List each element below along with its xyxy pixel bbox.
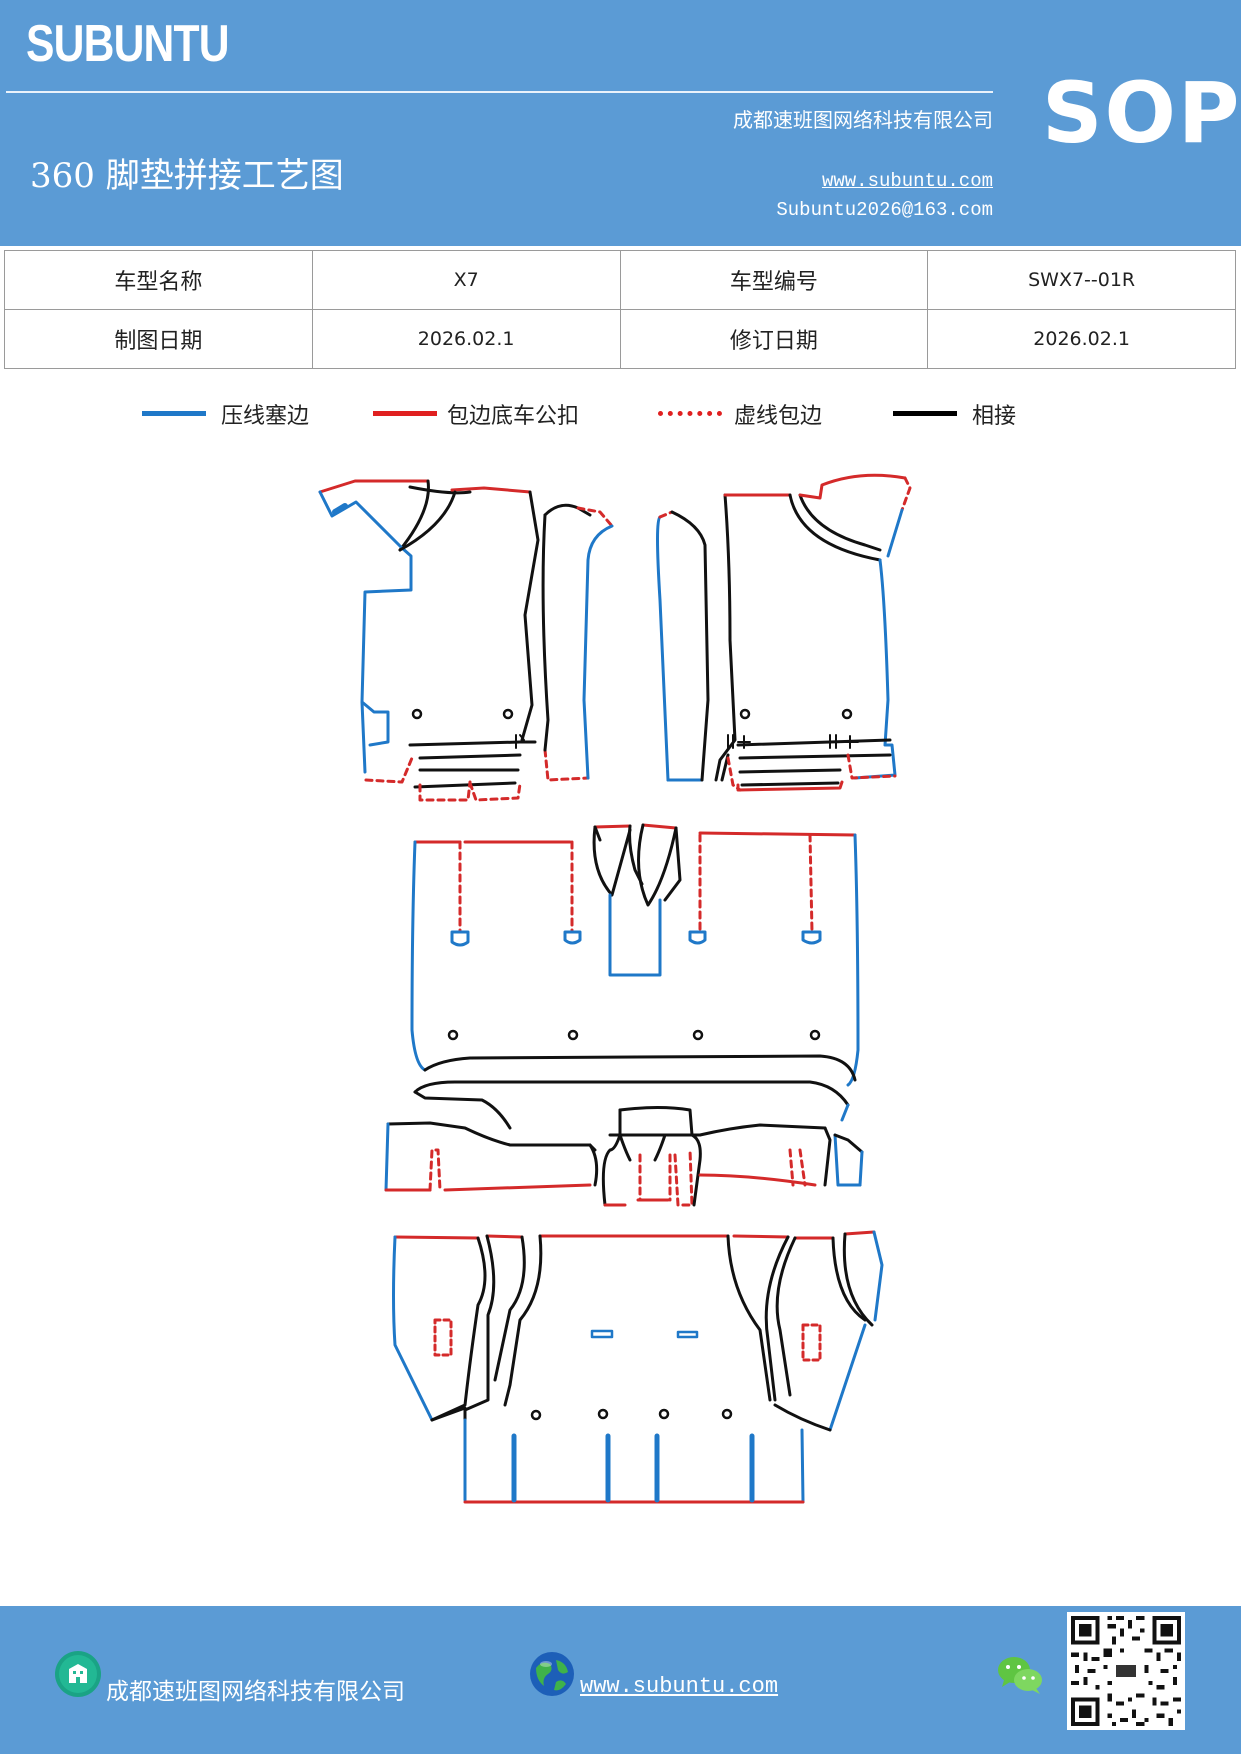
footer-website-link[interactable]: www.subuntu.com	[580, 1674, 779, 1699]
legend: 压线塞边 包边底车公扣 虚线包边 相接	[0, 396, 1241, 436]
front-left-mat	[318, 479, 614, 802]
document-title: 360 脚垫拼接工艺图	[30, 156, 344, 196]
footer-company-name: 成都速班图网络科技有限公司	[106, 1679, 405, 1705]
table-row: 车型名称 X7 车型编号 SWX7--01R	[4, 250, 1236, 310]
rear-strip	[384, 1106, 864, 1207]
email-address[interactable]: Subuntu2026@163.com	[776, 199, 993, 221]
sop-badge: SOP	[1042, 64, 1241, 162]
info-table: 车型名称 X7 车型编号 SWX7--01R 制图日期 2026.02.1 修订…	[4, 250, 1236, 369]
middle-mat	[410, 823, 860, 1130]
legend-label-dotted-edge: 虚线包边	[734, 404, 823, 429]
draw-date-label: 制图日期	[4, 309, 313, 369]
legend-label-press-line: 压线塞边	[221, 404, 310, 429]
model-name-label: 车型名称	[4, 250, 313, 310]
model-name-value: X7	[311, 250, 621, 310]
legend-label-join: 相接	[972, 404, 1017, 429]
model-code-label: 车型编号	[619, 250, 929, 310]
company-name: 成都速班图网络科技有限公司	[733, 108, 993, 132]
legend-label-edge-buckle: 包边底车公扣	[447, 404, 580, 429]
legend-black-line	[893, 411, 957, 416]
floor-mat-diagram	[318, 473, 912, 1504]
revise-date-value: 2026.02.1	[927, 309, 1236, 369]
legend-blue-line	[142, 411, 206, 416]
wechat-icon[interactable]	[996, 1654, 1044, 1696]
globe-icon	[530, 1652, 574, 1696]
brand-logo: SUBUNTU	[26, 15, 230, 73]
header-banner: SUBUNTU 成都速班图网络科技有限公司 360 脚垫拼接工艺图 www.su…	[0, 0, 1241, 246]
legend-red-dotted-line	[658, 411, 722, 416]
website-link[interactable]: www.subuntu.com	[821, 170, 993, 192]
building-icon	[55, 1651, 101, 1697]
revise-date-label: 修订日期	[619, 309, 929, 369]
header-divider	[6, 91, 993, 93]
draw-date-value: 2026.02.1	[311, 309, 621, 369]
legend-red-line	[373, 411, 437, 416]
footer-banner: 成都速班图网络科技有限公司 www.subuntu.com	[0, 1606, 1241, 1754]
table-row: 制图日期 2026.02.1 修订日期 2026.02.1	[4, 309, 1236, 369]
qr-code	[1067, 1612, 1185, 1730]
rear-mat	[392, 1230, 884, 1504]
front-right-mat	[656, 473, 912, 792]
model-code-value: SWX7--01R	[927, 250, 1236, 310]
